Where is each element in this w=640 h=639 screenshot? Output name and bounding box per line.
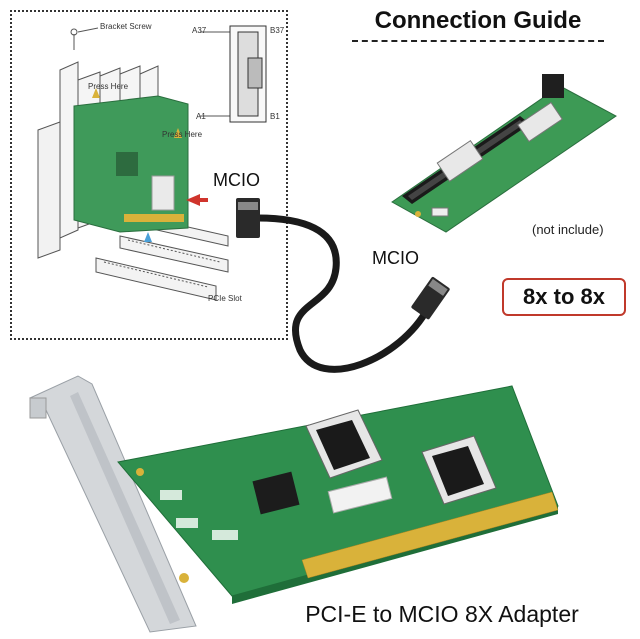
label-pin-b1: B1 — [270, 112, 280, 121]
page-title: Connection Guide — [374, 7, 582, 34]
installation-diagram — [10, 10, 288, 340]
label-pin-a37: A37 — [192, 26, 207, 35]
label-pin-a1: A1 — [196, 112, 206, 121]
mcio-label-mid: MCIO — [372, 248, 419, 268]
label-bracket-screw: Bracket Screw — [100, 22, 152, 31]
lane-ratio-badge: 8x to 8x — [502, 278, 626, 316]
card-mcio-connector-1 — [305, 409, 383, 479]
adapter-card — [29, 375, 559, 633]
title-underline — [352, 40, 604, 42]
mcio-cable — [236, 198, 450, 373]
label-press-here-2: Press Here — [162, 130, 203, 139]
label-press-here-1: Press Here — [88, 82, 129, 91]
not-included-note: (not include) — [532, 222, 604, 237]
label-pcie-slot: PCIe Slot — [208, 294, 242, 303]
product-caption: PCI-E to MCIO 8X Adapter — [305, 601, 579, 627]
riser-board — [391, 74, 617, 233]
label-pin-b37: B37 — [270, 26, 285, 35]
card-mcio-connector-2 — [421, 435, 497, 505]
connector-pinout — [229, 25, 267, 123]
mcio-label-top: MCIO — [213, 170, 260, 190]
red-arrow-icon — [186, 194, 200, 206]
